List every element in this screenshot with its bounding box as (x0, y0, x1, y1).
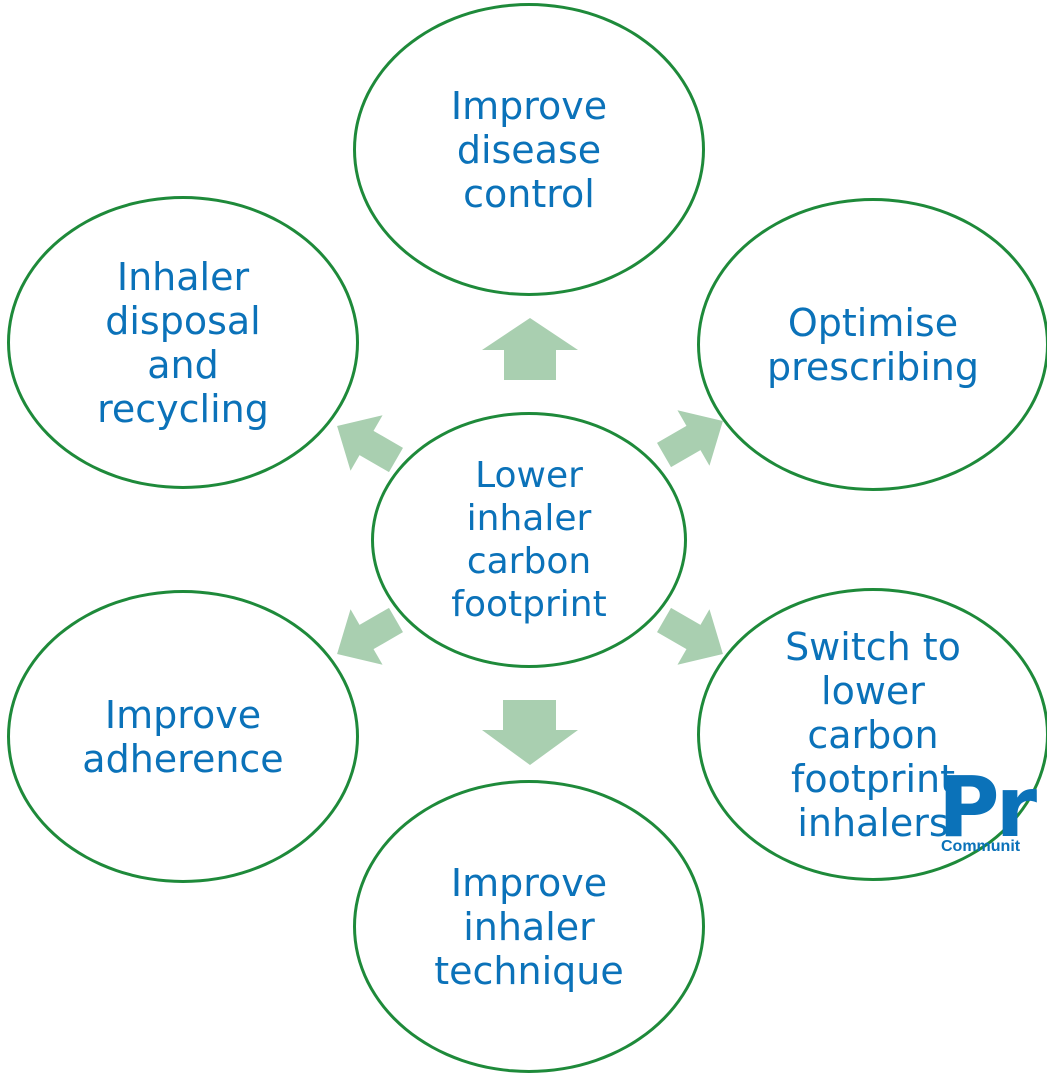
node-optimise-prescribing: Optimise prescribing (697, 198, 1047, 491)
logo: Pr Communit (935, 765, 1047, 855)
node-label: Inhaler disposal and recycling (97, 254, 269, 431)
arrow-lower-right (657, 607, 723, 665)
node-label: Improve adherence (82, 692, 284, 781)
logo-subtext: Communit (941, 838, 1021, 855)
center-label: Lower inhaler carbon footprint (451, 455, 607, 625)
node-improve-adherence: Improve adherence (7, 590, 359, 883)
arrow-up (482, 318, 578, 380)
node-label: Switch to lower carbon footprint inhaler… (785, 624, 961, 845)
node-label: Improve inhaler technique (434, 860, 624, 993)
arrow-upper-right (657, 410, 723, 468)
node-switch-inhalers: Switch to lower carbon footprint inhaler… (697, 588, 1047, 881)
node-label: Optimise prescribing (766, 300, 980, 389)
node-center-lower-carbon-footprint: Lower inhaler carbon footprint (371, 412, 687, 668)
arrow-lower-left (337, 607, 403, 665)
arrow-upper-left (337, 415, 403, 473)
node-improve-inhaler-technique: Improve inhaler technique (353, 780, 705, 1073)
node-inhaler-disposal: Inhaler disposal and recycling (7, 196, 359, 489)
node-label: Improve disease control (450, 83, 608, 216)
logo-mark: Pr (938, 765, 1037, 855)
arrow-down (482, 700, 578, 765)
node-improve-disease-control: Improve disease control (353, 3, 705, 296)
